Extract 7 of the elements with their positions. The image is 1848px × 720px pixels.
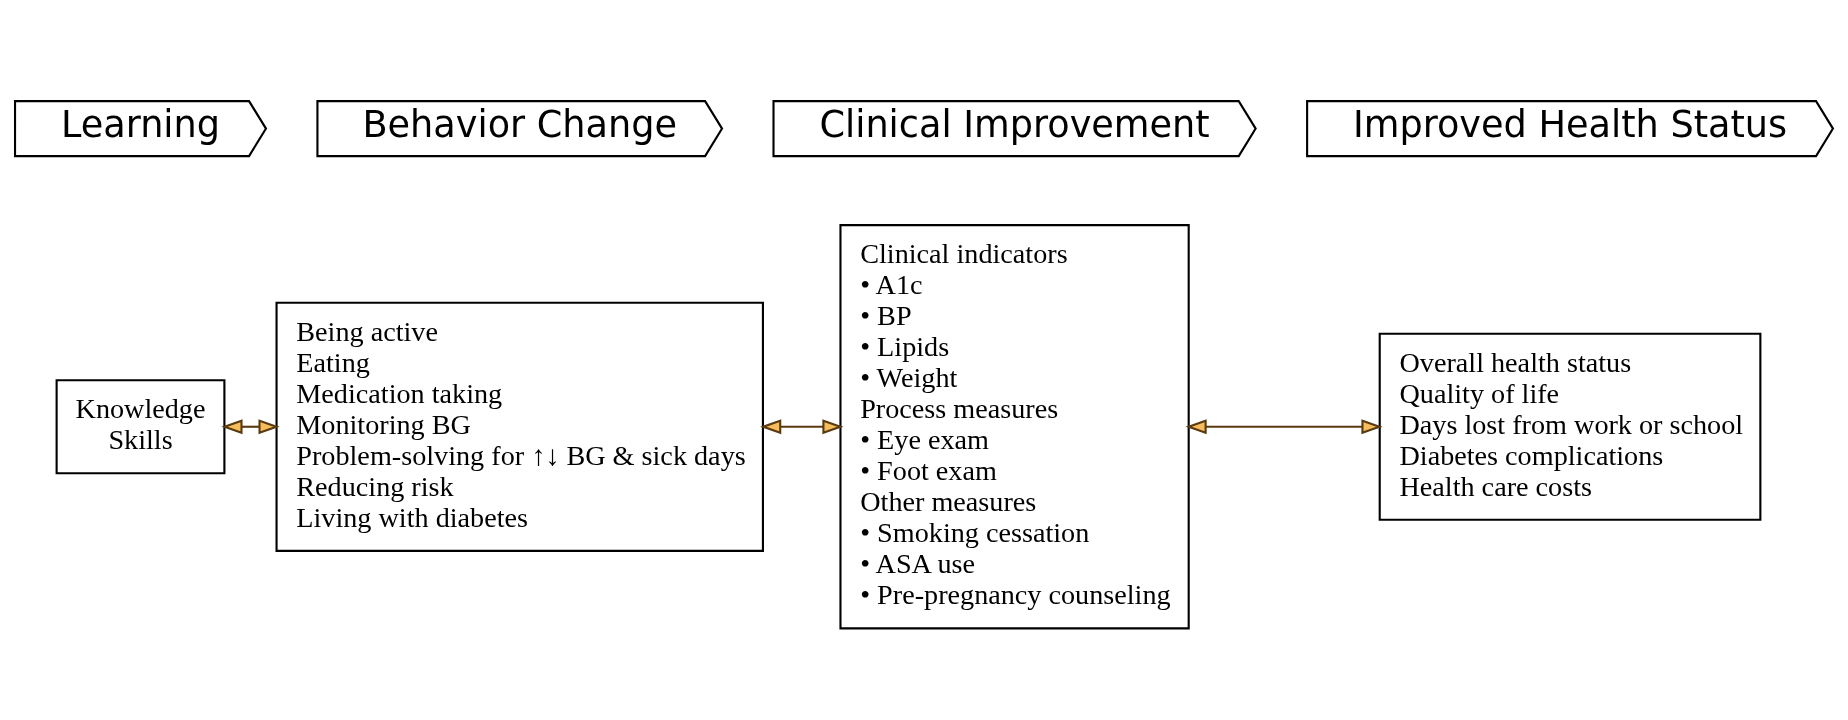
arrow [221, 418, 280, 434]
node-box: Overall health status Quality of life Days lost from work or school Diabetes complications Health care costs [1378, 332, 1762, 521]
node-box: Knowledge Skills [55, 378, 226, 474]
arrow [760, 418, 844, 434]
node-box: Being active Eating Medication taking Monitoring BG Problem-solving for ↑↓ BG & sick days Reducing risk Living with diabetes [275, 301, 764, 552]
arrow [1185, 418, 1383, 434]
node-box: Clinical indicators • A1c • BP • Lipids • Weight Process measures • Eye exam • Foot exam Other measures • Smoking cessation • ASA use • Pre-pregnancy counseling [839, 223, 1190, 629]
